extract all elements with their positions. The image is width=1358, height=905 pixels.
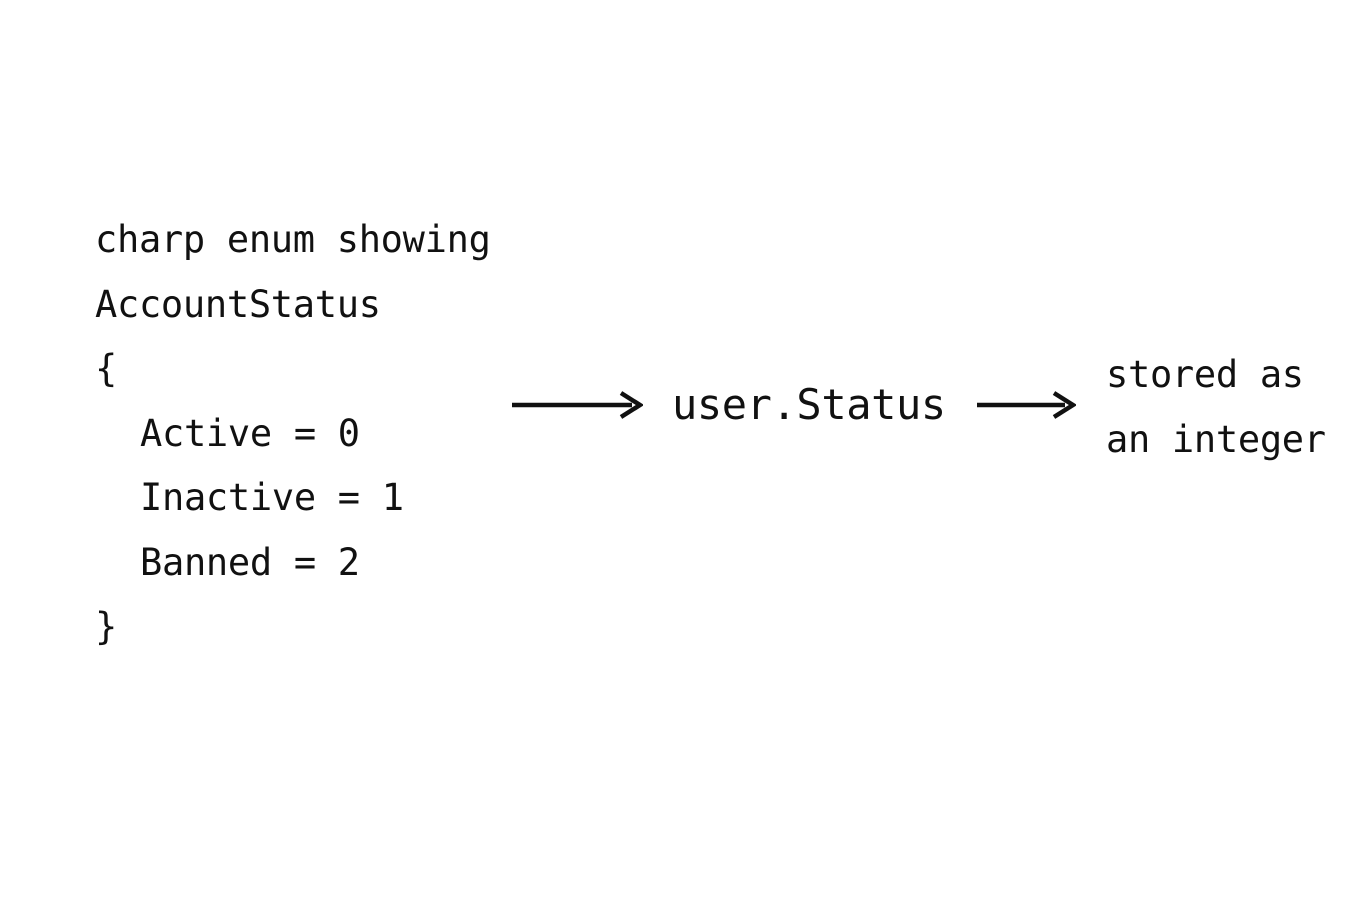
code-line-close-brace: } — [95, 605, 117, 648]
enum-code-block: charp enum showing AccountStatus { Activ… — [95, 208, 525, 660]
code-line-enum-name: AccountStatus — [95, 282, 381, 326]
code-line-open-brace: { — [95, 347, 117, 390]
flow-row: user.Status — [510, 375, 1076, 435]
code-line-header: charp enum showing — [95, 218, 491, 261]
right-arrow-icon-2 — [975, 388, 1076, 422]
right-arrow-icon — [510, 388, 643, 422]
storage-note: stored as an integer — [1106, 342, 1351, 472]
code-line-member-inactive: Inactive = 1 — [140, 476, 404, 519]
storage-note-line-1: stored as — [1106, 353, 1304, 396]
property-label: user.Status — [672, 380, 946, 429]
storage-note-line-2: an integer — [1106, 418, 1326, 461]
code-line-member-banned: Banned = 2 — [140, 540, 360, 584]
code-line-member-active: Active = 0 — [140, 411, 360, 455]
